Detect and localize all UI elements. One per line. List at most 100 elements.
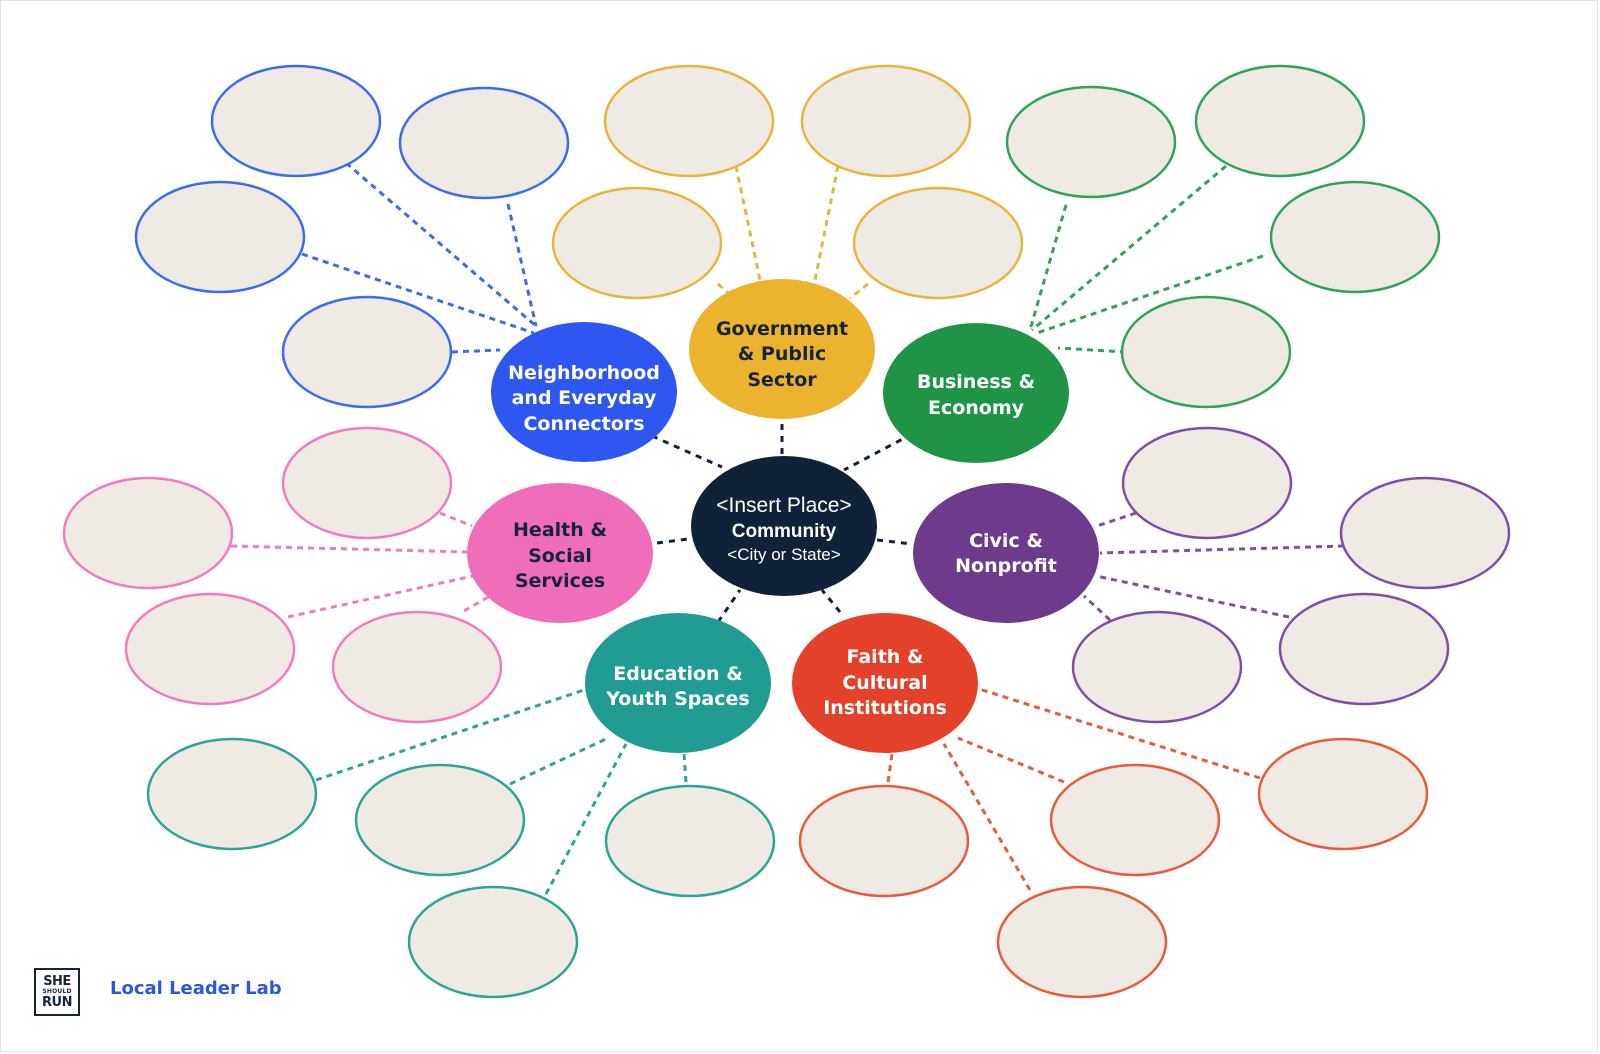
- faith-hub-label-line: Cultural: [842, 672, 927, 694]
- education-leaf-bubble[interactable]: [354, 763, 526, 877]
- health-hub-label-line: Services: [515, 570, 605, 592]
- faith-leaf-bubble[interactable]: [1049, 763, 1221, 877]
- government-leaf-bubble[interactable]: [800, 64, 972, 178]
- business-leaf-bubble[interactable]: [1120, 295, 1292, 409]
- neighborhood-leaf-connector: [506, 203, 538, 327]
- business-hub: Business & Economy: [883, 323, 1069, 463]
- neighborhood-leaf-bubble[interactable]: [210, 64, 382, 178]
- logo-line-1: SHE: [43, 974, 71, 989]
- logo-line-3: RUN: [42, 995, 72, 1010]
- health-leaf-bubble[interactable]: [62, 476, 234, 590]
- education-leaf-connector: [682, 753, 688, 783]
- faith-leaf-connector: [886, 753, 894, 783]
- neighborhood-hub-ellipse: [491, 322, 677, 462]
- civic-leaf-bubble[interactable]: [1071, 610, 1243, 724]
- business-leaf-bubble[interactable]: [1194, 64, 1366, 178]
- health-leaf-connector: [439, 511, 473, 528]
- civic-leaf-bubble[interactable]: [1339, 476, 1511, 590]
- civic-leaf-connector: [1099, 544, 1345, 555]
- government-leaf-connector: [813, 165, 840, 281]
- faith-leaf-bubble[interactable]: [996, 885, 1168, 999]
- civic-leaf-bubble[interactable]: [1278, 592, 1450, 706]
- center-subtitle: Community: [732, 521, 837, 542]
- business-leaf-connector: [1028, 204, 1068, 331]
- faith-leaf-bubble[interactable]: [798, 784, 970, 898]
- center-title: <Insert Place>: [716, 494, 851, 517]
- neighborhood-center-connector: [651, 434, 723, 469]
- health-leaf-bubble[interactable]: [124, 592, 296, 706]
- faith-hub-label-line: Institutions: [823, 697, 947, 719]
- civic-hub-label-line: Nonprofit: [955, 555, 1057, 577]
- education-leaf-bubble[interactable]: [146, 737, 318, 851]
- health-leaf-connector: [287, 574, 474, 619]
- center-caption: <City or State>: [727, 545, 840, 564]
- health-leaf-bubble[interactable]: [281, 426, 453, 540]
- education-leaf-bubble[interactable]: [407, 885, 579, 999]
- business-leaf-connector: [1031, 164, 1227, 332]
- brand-title: Local Leader Lab: [110, 978, 282, 999]
- education-leaf-connector: [509, 736, 609, 786]
- civic-leaf-connector: [1082, 594, 1112, 622]
- education-leaf-bubble[interactable]: [604, 784, 776, 898]
- civic-leaf-bubble[interactable]: [1121, 426, 1293, 540]
- faith-leaf-connector: [957, 736, 1065, 784]
- government-hub-label-line: Government: [716, 318, 848, 340]
- education-center-connector: [716, 589, 742, 623]
- faith-leaf-connector: [975, 686, 1261, 780]
- connector-lines: [230, 161, 1345, 895]
- education-hub-label-line: Education &: [613, 663, 743, 685]
- neighborhood-hub-label-line: and Everyday: [512, 387, 657, 409]
- faith-leaf-bubble[interactable]: [1257, 737, 1429, 851]
- civic-hub-ellipse: [913, 483, 1099, 623]
- civic-hub: Civic & Nonprofit: [913, 483, 1099, 623]
- business-hub-label-line: Economy: [928, 397, 1025, 419]
- health-leaf-connector: [230, 544, 469, 554]
- government-leaf-connector: [717, 282, 735, 300]
- government-leaf-bubble[interactable]: [852, 186, 1024, 300]
- business-hub-label-line: Business &: [917, 371, 1035, 393]
- neighborhood-hub-label-line: Neighborhood: [508, 362, 660, 384]
- business-leaf-connector: [1033, 254, 1264, 336]
- government-leaf-bubble[interactable]: [603, 64, 775, 178]
- government-leaf-connector: [849, 282, 869, 300]
- leaf-bubbles: [62, 64, 1511, 999]
- business-hub-ellipse: [883, 323, 1069, 463]
- faith-hub-ellipse: [792, 613, 978, 753]
- government-leaf-connector: [734, 165, 762, 281]
- education-hub: Education & Youth Spaces: [585, 613, 771, 753]
- health-center-connector: [656, 537, 689, 545]
- neighborhood-leaf-bubble[interactable]: [398, 86, 570, 200]
- neighborhood-leaf-bubble[interactable]: [134, 180, 306, 294]
- neighborhood-hub-label-line: Connectors: [523, 413, 644, 435]
- neighborhood-leaf-connector: [301, 252, 535, 335]
- civic-leaf-connector: [1095, 574, 1290, 619]
- faith-center-connector: [820, 589, 842, 613]
- government-leaf-bubble[interactable]: [551, 186, 723, 300]
- health-leaf-bubble[interactable]: [331, 610, 503, 724]
- government-hub-label-line: Sector: [747, 369, 817, 391]
- education-hub-label-line: Youth Spaces: [605, 688, 749, 710]
- neighborhood-leaf-bubble[interactable]: [281, 295, 453, 409]
- health-leaf-connector: [463, 594, 491, 613]
- health-hub-ellipse: [467, 483, 653, 623]
- logo-line-2: SHOULD: [42, 988, 72, 995]
- business-leaf-connector: [1057, 346, 1127, 354]
- business-leaf-bubble[interactable]: [1269, 180, 1441, 294]
- business-leaf-bubble[interactable]: [1005, 85, 1177, 199]
- faith-hub-label-line: Faith &: [847, 646, 924, 668]
- neighborhood-leaf-connector: [451, 348, 501, 354]
- education-leaf-connector: [315, 688, 585, 782]
- health-hub-label-line: Health &: [513, 519, 607, 541]
- health-hub-label-line: Social: [528, 545, 592, 567]
- education-hub-ellipse: [585, 613, 771, 753]
- civic-hub-label-line: Civic &: [969, 530, 1043, 552]
- business-center-connector: [843, 432, 913, 472]
- civic-leaf-connector: [1093, 511, 1137, 529]
- civic-center-connector: [876, 538, 913, 546]
- neighborhood-leaf-connector: [345, 161, 537, 328]
